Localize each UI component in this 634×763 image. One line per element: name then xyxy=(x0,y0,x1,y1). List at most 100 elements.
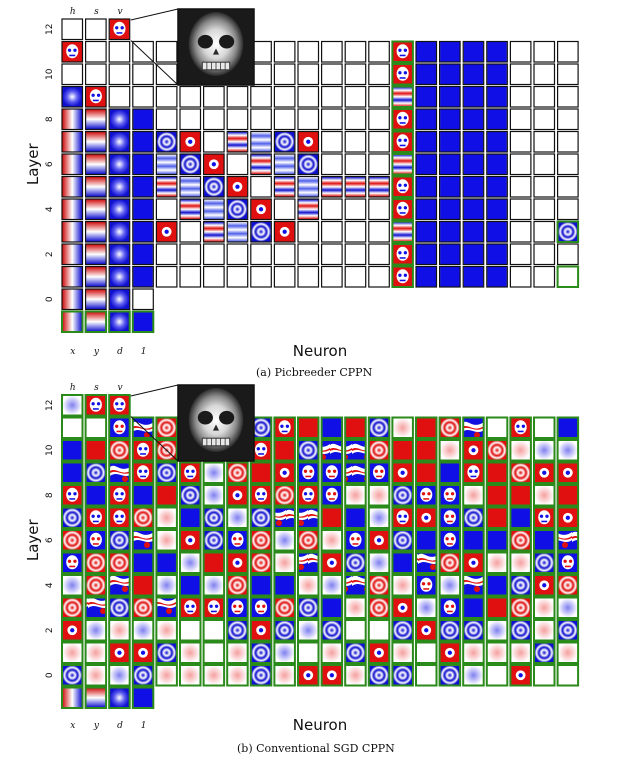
neuron-cell xyxy=(392,643,413,664)
neuron-cell xyxy=(227,132,248,153)
neuron-cell xyxy=(156,132,177,153)
neuron-cell xyxy=(180,222,201,243)
neuron-cell xyxy=(180,620,201,641)
neuron-cell xyxy=(204,508,225,529)
neuron-cell xyxy=(369,109,390,130)
input-label: x xyxy=(70,347,75,357)
neuron-cell xyxy=(62,109,83,130)
neuron-cell xyxy=(204,87,225,108)
input-label: x xyxy=(70,721,75,731)
neuron-cell xyxy=(345,418,366,439)
neuron-cell xyxy=(109,244,130,265)
neuron-cell xyxy=(510,553,531,574)
neuron-cell xyxy=(440,620,461,641)
neuron-cell xyxy=(534,132,555,153)
neuron-cell xyxy=(251,244,271,265)
neuron-cell xyxy=(416,440,437,461)
neuron-cell xyxy=(109,177,130,198)
neuron-cell xyxy=(204,244,225,265)
neuron-cell xyxy=(534,177,555,198)
neuron-cell xyxy=(369,244,390,265)
neuron-cell xyxy=(274,530,295,551)
neuron-cell xyxy=(274,87,295,108)
neuron-cell xyxy=(558,440,579,461)
layer-tick-label: 8 xyxy=(45,116,55,122)
neuron-cell xyxy=(558,109,579,130)
neuron-cell xyxy=(180,463,201,484)
neuron-cell xyxy=(345,553,366,574)
neuron-cell xyxy=(251,598,271,619)
input-label: 1 xyxy=(141,721,147,731)
neuron-cell xyxy=(180,154,201,175)
neuron-cell xyxy=(345,42,366,63)
neuron-cell xyxy=(487,575,508,596)
neuron-cell xyxy=(463,87,484,108)
inset-zoom-image xyxy=(178,385,254,461)
neuron-cell xyxy=(133,440,154,461)
neuron-cell xyxy=(86,575,107,596)
neuron-cell xyxy=(227,530,248,551)
neuron-cell xyxy=(133,177,154,198)
neuron-cell xyxy=(558,530,579,551)
neuron-cell xyxy=(274,485,295,506)
neuron-cell xyxy=(345,132,366,153)
neuron-cell xyxy=(86,440,107,461)
neuron-cell xyxy=(62,289,83,310)
neuron-cell xyxy=(487,553,508,574)
neuron-cell xyxy=(345,177,366,198)
neuron-cell xyxy=(251,199,271,220)
neuron-cell xyxy=(345,643,366,664)
layer-tick-label: 0 xyxy=(45,672,55,678)
neuron-cell xyxy=(416,177,437,198)
neuron-cell xyxy=(204,485,225,506)
neuron-cell xyxy=(487,598,508,619)
neuron-cell xyxy=(369,530,390,551)
x-axis-title: Neuron xyxy=(293,716,347,734)
neuron-cell xyxy=(251,530,271,551)
neuron-cell xyxy=(487,508,508,529)
neuron-cell xyxy=(510,267,531,288)
neuron-cell xyxy=(345,508,366,529)
neuron-cell xyxy=(440,154,461,175)
neuron-cell xyxy=(86,598,107,619)
neuron-cell xyxy=(62,312,83,333)
neuron-cell xyxy=(463,222,484,243)
neuron-cell xyxy=(463,42,484,63)
neuron-cell xyxy=(369,485,390,506)
neuron-cell xyxy=(510,485,531,506)
neuron-cell xyxy=(416,154,437,175)
neuron-cell xyxy=(109,463,130,484)
neuron-cell xyxy=(109,199,130,220)
neuron-cell xyxy=(369,222,390,243)
neuron-cell xyxy=(369,440,390,461)
output-label: v xyxy=(117,7,122,17)
input-label: y xyxy=(93,721,100,731)
neuron-cell xyxy=(133,620,154,641)
neuron-cell xyxy=(274,553,295,574)
neuron-cell xyxy=(298,598,319,619)
neuron-cell xyxy=(345,267,366,288)
neuron-cell xyxy=(62,222,83,243)
neuron-cell xyxy=(298,508,319,529)
neuron-cell xyxy=(227,665,248,686)
neuron-cell xyxy=(180,643,201,664)
neuron-cell xyxy=(440,64,461,85)
neuron-cell xyxy=(345,109,366,130)
neuron-cell xyxy=(109,620,130,641)
neuron-cell xyxy=(133,463,154,484)
neuron-cell xyxy=(392,508,413,529)
neuron-cell xyxy=(440,132,461,153)
neuron-cell xyxy=(156,665,177,686)
neuron-cell xyxy=(62,64,83,85)
neuron-cell xyxy=(534,42,555,63)
neuron-cell xyxy=(558,42,579,63)
neuron-cell xyxy=(133,485,154,506)
neuron-cell xyxy=(133,289,154,310)
neuron-cell xyxy=(62,19,83,40)
neuron-cell xyxy=(274,598,295,619)
neuron-cell xyxy=(487,87,508,108)
neuron-cell xyxy=(369,620,390,641)
neuron-cell xyxy=(133,643,154,664)
neuron-cell xyxy=(558,463,579,484)
neuron-cell xyxy=(558,132,579,153)
